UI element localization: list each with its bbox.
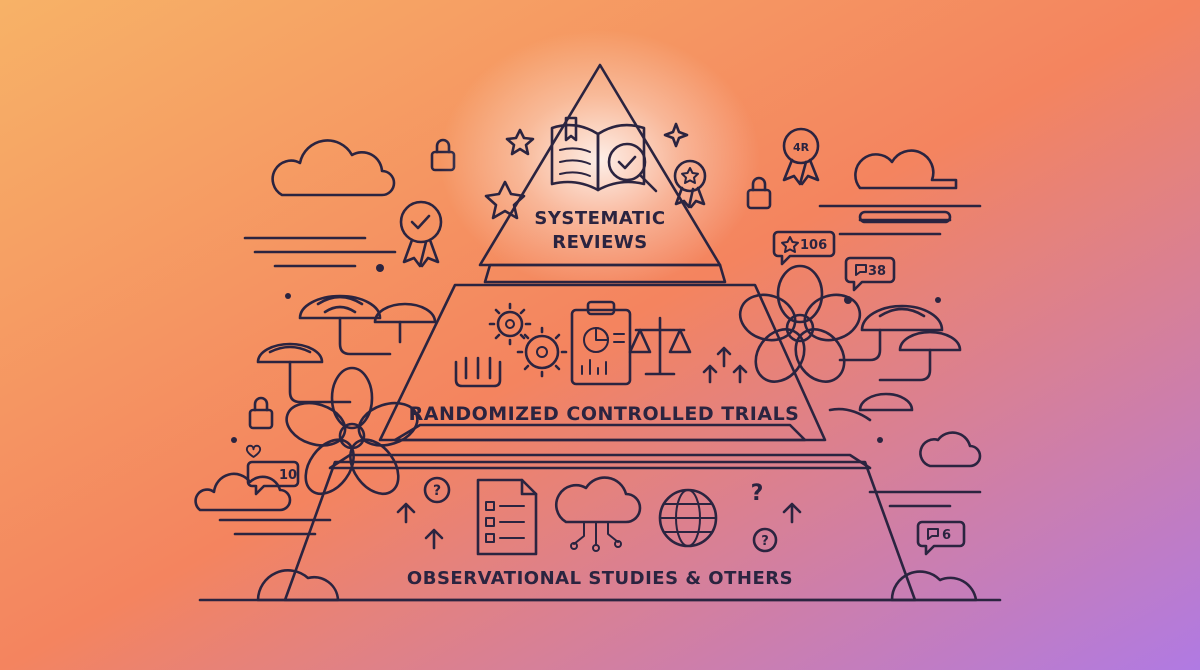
gear-icon: [516, 326, 568, 378]
scales-icon: [628, 316, 692, 376]
cloud-icon: [854, 149, 958, 190]
tier-top-label-line1: SYSTEMATIC: [534, 208, 665, 229]
comment-count-bottom: 6: [942, 528, 951, 543]
globe-icon: [658, 488, 718, 548]
arrows-up-icon: [396, 502, 444, 550]
comment-count-badge: 6: [916, 520, 966, 556]
flower-icon: [285, 366, 419, 496]
star-icon: [781, 236, 799, 253]
svg-text:?: ?: [761, 534, 769, 549]
question-mark-icon: ?: [751, 481, 764, 506]
wind-lines: [218, 518, 332, 536]
star-count: 106: [800, 238, 827, 253]
svg-text:?: ?: [751, 481, 764, 506]
clipboard-chart-icon: [570, 300, 632, 386]
award-ribbon-icon: [399, 200, 443, 268]
checklist-document-icon: [476, 478, 538, 556]
star-icon: [484, 180, 526, 220]
sparkle-icon: [663, 122, 689, 148]
bonsai-tree-right: [828, 304, 962, 422]
gear-icon: [488, 302, 532, 346]
star-icon: [505, 128, 535, 156]
pyramid-tier-bottom: ? ?: [283, 453, 917, 602]
evidence-pyramid: ? ?: [283, 30, 917, 602]
like-count: 10: [279, 468, 297, 483]
wind-lines: [868, 490, 982, 508]
shrub: [890, 570, 978, 602]
comment-icon: [927, 528, 939, 540]
top-glow: [440, 30, 760, 290]
pyramid-tier-top: SYSTEMATIC REVIEWS: [478, 63, 727, 284]
arrows-up-icon: [702, 346, 748, 384]
cloud-icon: [194, 472, 292, 512]
test-tubes-icon: [454, 356, 502, 388]
tier-bottom-label: OBSERVATIONAL STUDIES & OTHERS: [407, 568, 793, 589]
svg-text:?: ?: [433, 483, 441, 499]
comment-count-top: 38: [868, 264, 886, 279]
shrub: [256, 569, 340, 602]
award-ribbon-icon: 4R: [782, 127, 820, 186]
award-ribbon-icon: [673, 159, 707, 209]
question-mark-icon: ?: [423, 476, 451, 504]
wind-lines: [818, 204, 982, 236]
cloud-network-icon: [555, 476, 642, 552]
comment-count-badge: 38: [844, 256, 896, 292]
like-count-badge: 10: [245, 444, 300, 496]
cloud-icon: [271, 139, 396, 197]
open-book-icon: [550, 116, 646, 192]
heart-icon: [245, 444, 262, 458]
comment-icon: [855, 264, 867, 276]
decor-dots: [844, 296, 941, 443]
right-decorations: 4R 106 38: [738, 127, 982, 602]
cloud-icon: [919, 431, 982, 468]
arrow-up-icon: [782, 502, 802, 524]
left-decorations: 10: [194, 138, 456, 602]
question-mark-icon: ?: [752, 527, 778, 553]
wind-lines: [243, 236, 397, 268]
bonsai-tree-left: [256, 294, 437, 404]
star-count-badge: 106: [772, 230, 836, 266]
padlock-icon: [248, 396, 274, 430]
pyramid-tier-middle: RANDOMIZED CONTROLLED TRIALS: [378, 283, 827, 442]
tier-top-label-line2: REVIEWS: [552, 232, 647, 253]
tier-middle-label: RANDOMIZED CONTROLLED TRIALS: [409, 403, 800, 425]
decor-dots: [231, 264, 384, 443]
flower-icon: [738, 264, 862, 383]
award-label: 4R: [793, 141, 810, 154]
magnifier-check-icon: [607, 142, 658, 193]
